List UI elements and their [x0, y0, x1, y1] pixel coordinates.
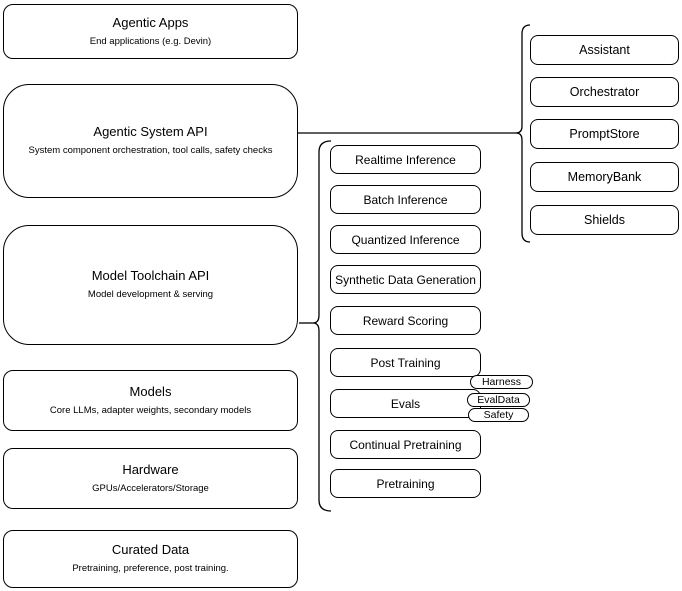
node-reward-scoring: Reward Scoring — [330, 306, 481, 335]
badge-label: EvalData — [477, 394, 520, 406]
badge-label: Harness — [481, 376, 522, 388]
node-title: Curated Data — [111, 542, 190, 558]
node-label: Reward Scoring — [362, 313, 449, 328]
node-label: Quantized Inference — [351, 232, 460, 247]
badge-evaldata: EvalData — [467, 393, 530, 407]
node-hardware: Hardware GPUs/Accelerators/Storage — [3, 448, 298, 509]
node-label: Shields — [584, 213, 625, 227]
node-label: Synthetic Data Generation — [335, 272, 476, 287]
node-label: Realtime Inference — [355, 152, 456, 167]
node-post-training: Post Training — [330, 348, 481, 377]
node-label: Batch Inference — [363, 192, 448, 207]
node-evals: Evals — [330, 389, 481, 418]
node-subtitle: System component orchestration, tool cal… — [28, 145, 273, 157]
node-subtitle: Model development & serving — [87, 289, 214, 301]
badge-safety: Safety — [468, 408, 529, 422]
node-subtitle: GPUs/Accelerators/Storage — [92, 482, 209, 494]
node-promptstore: PromptStore — [530, 119, 679, 149]
badge-harness: Harness — [470, 375, 533, 389]
node-label: Orchestrator — [569, 85, 640, 99]
node-subtitle: Pretraining, preference, post training. — [72, 563, 229, 575]
node-continual-pretraining: Continual Pretraining — [330, 430, 481, 459]
node-memorybank: MemoryBank — [530, 162, 679, 192]
node-title: Agentic System API — [93, 124, 208, 140]
node-batch-inference: Batch Inference — [330, 185, 481, 214]
node-quantized-inference: Quantized Inference — [330, 225, 481, 254]
node-assistant: Assistant — [530, 35, 679, 65]
node-agentic-system-api: Agentic System API System component orch… — [3, 84, 298, 198]
node-model-toolchain-api: Model Toolchain API Model development & … — [3, 225, 298, 345]
node-models: Models Core LLMs, adapter weights, secon… — [3, 370, 298, 431]
node-title: Model Toolchain API — [91, 268, 210, 284]
node-agentic-apps: Agentic Apps End applications (e.g. Devi… — [3, 4, 298, 59]
node-subtitle: Core LLMs, adapter weights, secondary mo… — [49, 404, 252, 416]
node-title: Agentic Apps — [112, 14, 189, 30]
node-label: MemoryBank — [567, 170, 642, 184]
node-label: Pretraining — [376, 476, 435, 491]
node-title: Models — [129, 383, 172, 399]
node-label: Evals — [390, 396, 421, 411]
node-synthetic-data-generation: Synthetic Data Generation — [330, 265, 481, 294]
node-shields: Shields — [530, 205, 679, 235]
node-label: Assistant — [579, 43, 630, 57]
badge-label: Safety — [483, 409, 514, 421]
node-label: Post Training — [370, 355, 441, 370]
node-label: Continual Pretraining — [349, 437, 462, 452]
node-curated-data: Curated Data Pretraining, preference, po… — [3, 530, 298, 588]
node-subtitle: End applications (e.g. Devin) — [89, 35, 212, 47]
node-realtime-inference: Realtime Inference — [330, 145, 481, 174]
node-orchestrator: Orchestrator — [530, 77, 679, 107]
brace-toolchain-capabilities — [312, 140, 332, 512]
brace-system-components — [515, 24, 531, 243]
node-label: PromptStore — [569, 127, 640, 141]
node-title: Hardware — [122, 461, 179, 477]
node-pretraining: Pretraining — [330, 469, 481, 498]
